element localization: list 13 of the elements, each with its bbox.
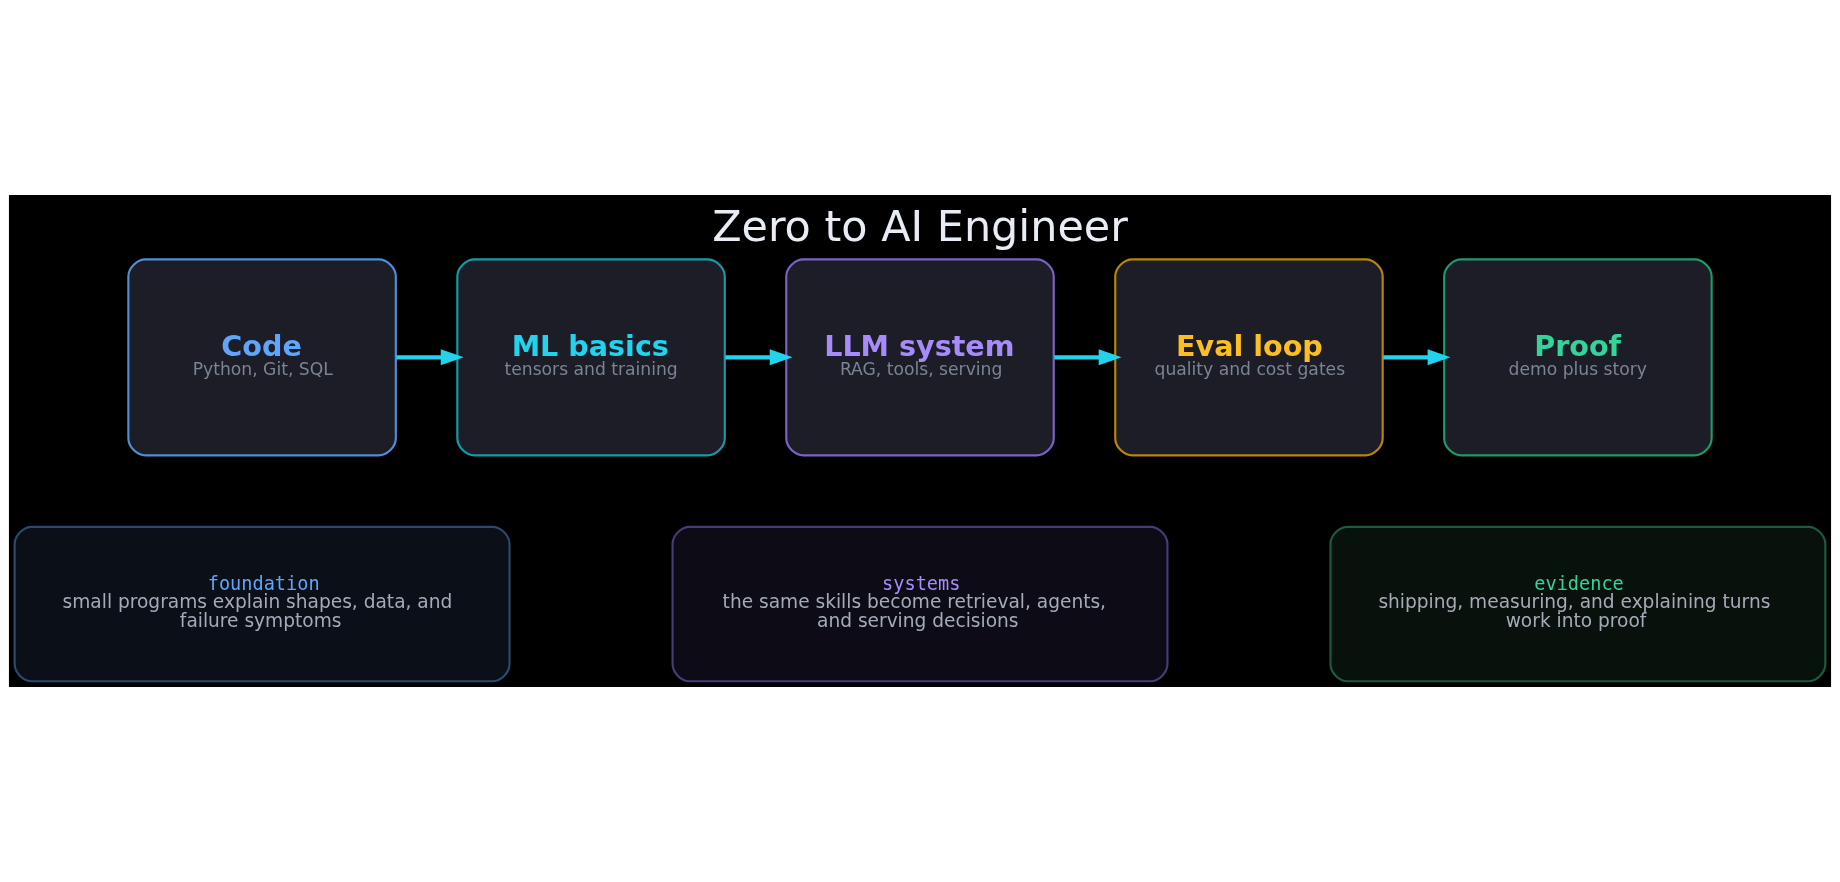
node-box: Proof demo plus story [1443, 258, 1713, 457]
node-box: LLM system RAG, tools, serving [785, 258, 1055, 457]
arrow [1383, 349, 1451, 366]
arrow [725, 349, 793, 366]
diagram-title: Zero to AI Engineer [712, 200, 1128, 251]
arrow [396, 349, 464, 366]
node-box: ML basics tensors and training [456, 258, 726, 457]
node-box: evidence shipping, measuring, and explaining turns work into proof [1329, 525, 1827, 683]
node-box: Code Python, Git, SQL [127, 258, 397, 457]
arrow [1054, 349, 1122, 366]
node-box: Eval loop quality and cost gates [1114, 258, 1384, 457]
node-box: foundation small programs explain shapes, data, and failure symptoms [13, 525, 511, 683]
node-box: systems the same skills become retrieval, agents, and serving decisions [671, 525, 1169, 683]
